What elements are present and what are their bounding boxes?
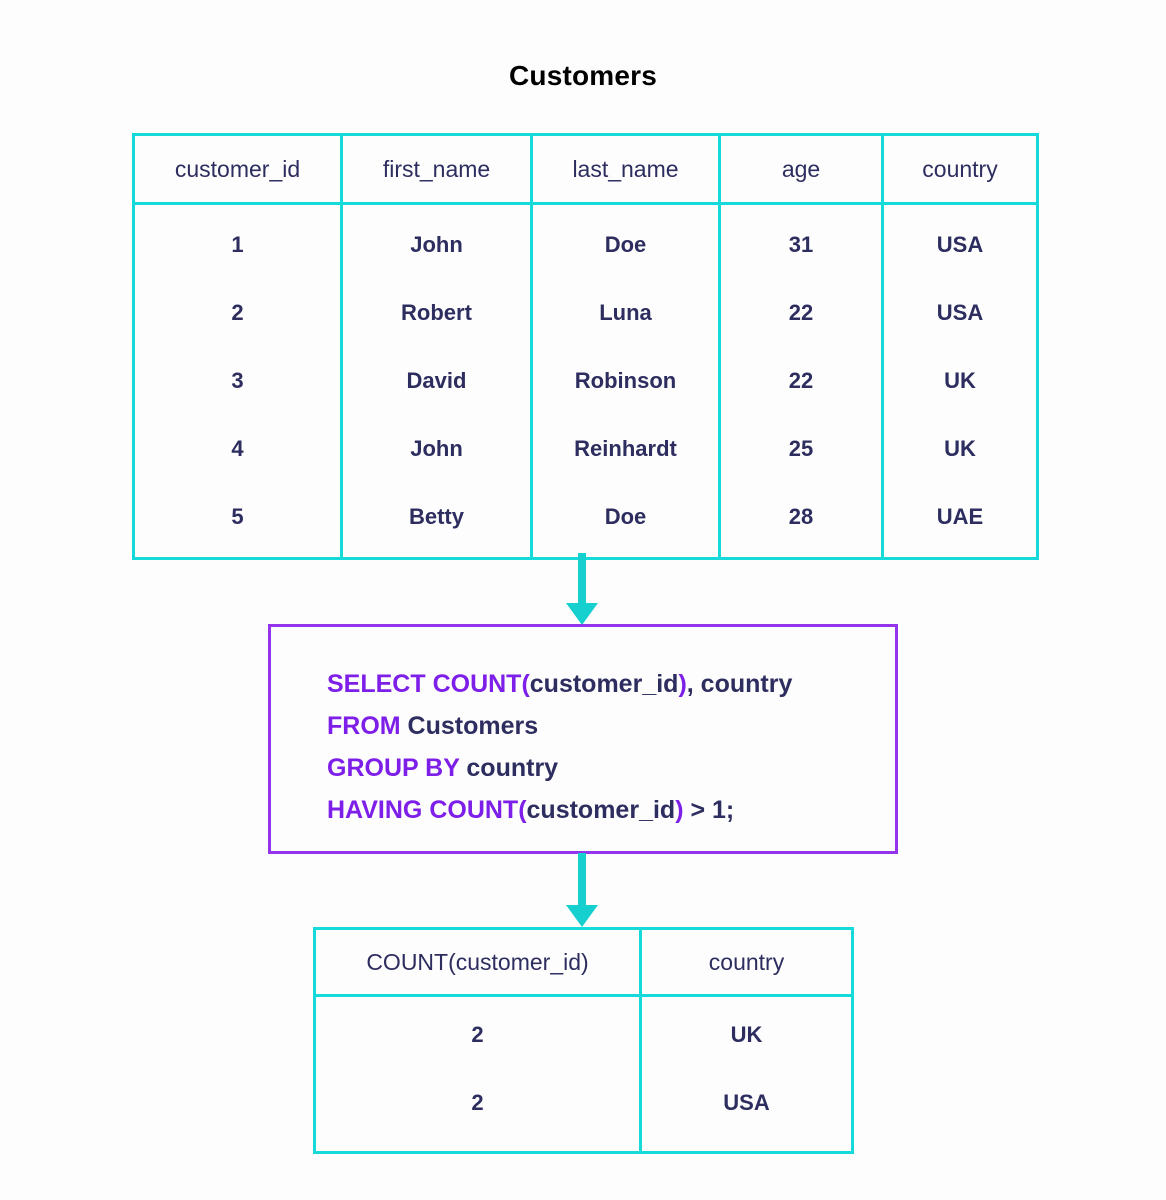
cell-last-name: Reinhardt [530, 415, 721, 483]
cell-country: USA [881, 279, 1039, 347]
arrow-head [566, 905, 598, 927]
result-column-header-count: COUNT(customer_id) [313, 927, 642, 997]
result-cell-count: 2 [313, 1069, 642, 1154]
table-row: 2 Robert Luna 22 USA [132, 279, 1039, 347]
result-table: COUNT(customer_id) country 2 UK 2 USA [313, 927, 854, 1154]
table-row: 1 John Doe 31 USA [132, 203, 1039, 279]
cell-age: 22 [718, 347, 884, 415]
cell-last-name: Robinson [530, 347, 721, 415]
column-header-first-name: first_name [340, 133, 533, 205]
column-header-country: country [881, 133, 1039, 205]
cell-last-name: Luna [530, 279, 721, 347]
result-column-header-country: country [639, 927, 854, 997]
result-cell-count: 2 [313, 995, 642, 1069]
cell-country: UK [881, 415, 1039, 483]
table-row: 3 David Robinson 22 UK [132, 347, 1039, 415]
page-title: Customers [508, 60, 658, 91]
sql-query-line: HAVING COUNT(customer_id) > 1; [327, 789, 792, 831]
sql-token-keyword: ) [678, 670, 687, 698]
cell-last-name: Doe [530, 203, 721, 279]
cell-customer-id: 4 [132, 415, 343, 483]
result-cell-country: USA [639, 1069, 854, 1154]
cell-age: 28 [718, 483, 884, 560]
sql-token-identifier: customer_id [526, 796, 676, 824]
table-row: 5 Betty Doe 28 UAE [132, 483, 1039, 560]
arrow-shaft [578, 553, 586, 605]
arrow-head [566, 603, 598, 625]
sql-token-keyword: HAVING COUNT( [327, 796, 527, 824]
cell-age: 31 [718, 203, 884, 279]
sql-query-line: SELECT COUNT(customer_id), country [327, 663, 792, 705]
cell-first-name: David [340, 347, 533, 415]
result-header-row: COUNT(customer_id) country [313, 927, 854, 997]
customers-table: customer_id first_name last_name age cou… [132, 133, 1039, 560]
result-cell-country: UK [639, 995, 854, 1069]
arrow-shaft [578, 853, 586, 907]
cell-customer-id: 2 [132, 279, 343, 347]
cell-country: UK [881, 347, 1039, 415]
sql-token-keyword: GROUP BY [327, 754, 467, 782]
sql-query-line: FROM Customers [327, 705, 792, 747]
column-header-last-name: last_name [530, 133, 721, 205]
table-row: 2 USA [313, 1069, 854, 1154]
cell-first-name: Betty [340, 483, 533, 560]
table-row: 2 UK [313, 995, 854, 1069]
cell-last-name: Doe [530, 483, 721, 560]
sql-query-line: GROUP BY country [327, 747, 792, 789]
table-header-row: customer_id first_name last_name age cou… [132, 133, 1039, 205]
cell-first-name: Robert [340, 279, 533, 347]
cell-customer-id: 5 [132, 483, 343, 560]
column-header-age: age [718, 133, 884, 205]
sql-token-identifier: country [466, 754, 559, 782]
cell-customer-id: 3 [132, 347, 343, 415]
cell-first-name: John [340, 415, 533, 483]
sql-token-identifier: , country [686, 670, 793, 698]
sql-token-identifier: customer_id [529, 670, 679, 698]
sql-token-keyword: ) [675, 796, 684, 824]
cell-country: USA [881, 203, 1039, 279]
sql-token-keyword: FROM [327, 712, 408, 740]
cell-country: UAE [881, 483, 1039, 560]
cell-first-name: John [340, 203, 533, 279]
cell-age: 22 [718, 279, 884, 347]
sql-token-identifier: > 1; [683, 796, 735, 824]
sql-token-identifier: Customers [407, 712, 539, 740]
column-header-customer-id: customer_id [132, 133, 343, 205]
table-row: 4 John Reinhardt 25 UK [132, 415, 1039, 483]
cell-customer-id: 1 [132, 203, 343, 279]
arrow-query-to-result-icon [562, 853, 602, 929]
arrow-source-to-query-icon [562, 553, 602, 625]
sql-token-keyword: SELECT COUNT( [327, 670, 530, 698]
cell-age: 25 [718, 415, 884, 483]
